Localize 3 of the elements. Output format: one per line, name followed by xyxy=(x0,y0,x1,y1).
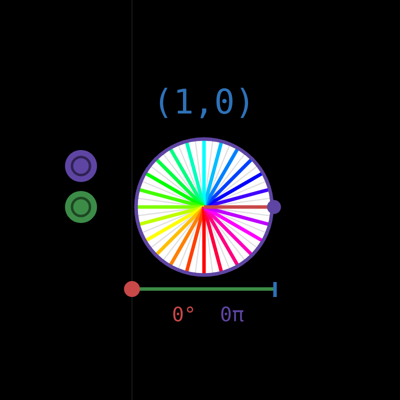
coordinate-label: 0° xyxy=(173,306,194,322)
coordinate-label: 0π xyxy=(221,306,244,322)
coordinate-label: (1,0) xyxy=(160,88,248,118)
